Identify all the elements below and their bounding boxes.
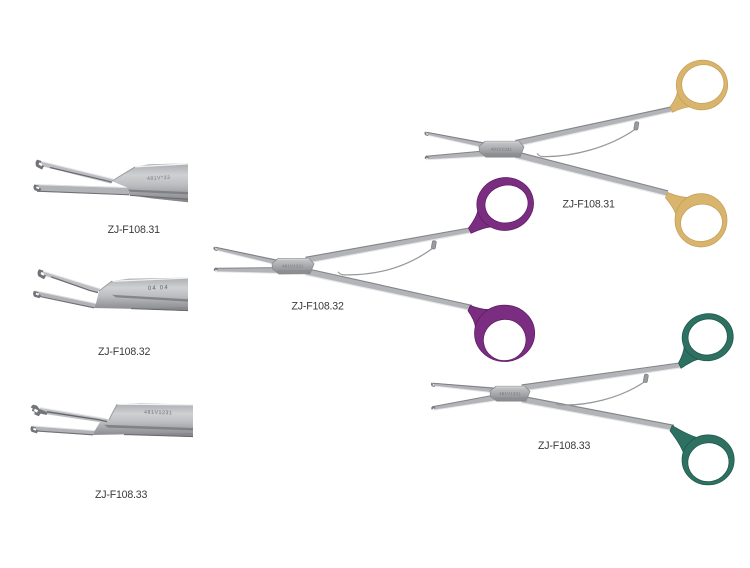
svg-text:ZJ-F108.31: ZJ-F108.31 (563, 199, 615, 211)
svg-text:ZJ-F108.33: ZJ-F108.33 (538, 440, 590, 452)
svg-text:481V1331: 481V1331 (282, 263, 304, 268)
svg-text:481V1231: 481V1231 (144, 410, 173, 417)
svg-text:ZJ-F108.33: ZJ-F108.33 (95, 489, 147, 501)
svg-text:481V1331: 481V1331 (491, 147, 513, 152)
svg-text:ZJ-F108.31: ZJ-F108.31 (108, 224, 160, 236)
svg-text:ZJ-F108.32: ZJ-F108.32 (98, 346, 150, 358)
svg-text:ZJ-F108.32: ZJ-F108.32 (292, 301, 344, 313)
svg-text:481V1331: 481V1331 (499, 391, 521, 396)
svg-text:04 04: 04 04 (148, 285, 169, 292)
svg-text:481V*33: 481V*33 (147, 175, 171, 182)
